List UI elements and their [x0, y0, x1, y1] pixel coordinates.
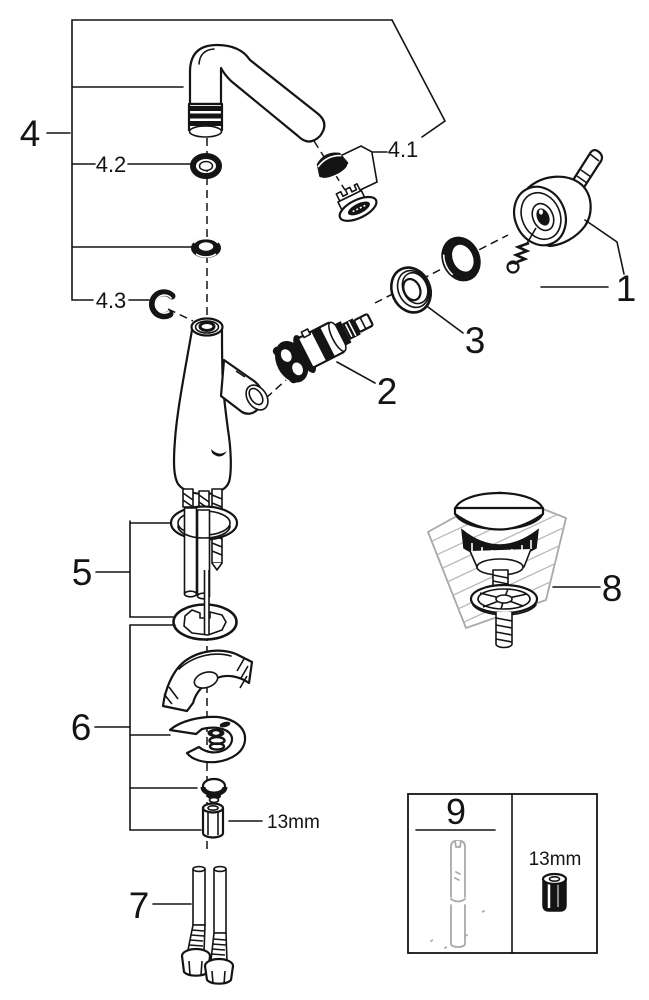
- ring-set-drawing: [389, 236, 481, 314]
- hex-adapter-size-label: 13mm: [267, 812, 320, 833]
- cap-nut-drawing: [200, 777, 228, 804]
- flow-straightener-drawing: [335, 183, 378, 222]
- inset-box: [407, 793, 598, 954]
- callout-4-1: 4.1: [388, 137, 419, 162]
- inset-bit-size-label: 13mm: [529, 849, 582, 870]
- callout-2: 2: [377, 371, 398, 412]
- pop-up-waste-drawing: [453, 491, 545, 649]
- bracket-5: [95, 520, 174, 618]
- aerator-drawing: [316, 152, 378, 222]
- callout-5: 5: [72, 552, 93, 593]
- faucet-body-drawing: [172, 317, 269, 496]
- leader-2: [336, 361, 376, 384]
- bracket-6: [94, 624, 202, 831]
- callout-3: 3: [465, 320, 486, 361]
- hex-adapter-drawing: [201, 802, 225, 839]
- supply-hoses-drawing: [180, 865, 235, 985]
- callout-8: 8: [602, 568, 623, 609]
- callout-4-2: 4.2: [96, 152, 127, 177]
- callout-7: 7: [129, 885, 150, 926]
- callout-4: 4: [20, 113, 41, 154]
- handle-drawing: [513, 148, 604, 248]
- connecting-stud-drawing: [203, 570, 210, 634]
- retaining-clip-drawing: [148, 289, 176, 320]
- inset-box-label: 9: [446, 791, 466, 832]
- spout-drawing: [187, 43, 326, 143]
- cartridge-drawing: [272, 313, 374, 384]
- mounting-tool-drawing: [430, 840, 485, 949]
- callout-4-3: 4.3: [96, 288, 127, 313]
- callout-1: 1: [616, 268, 637, 309]
- bracket-4: [46, 19, 447, 301]
- mounting-nut-drawing: [191, 237, 221, 258]
- wedge-gasket-drawing: [161, 649, 254, 713]
- hex-bit-drawing: [541, 872, 568, 912]
- o-ring-drawing: [190, 153, 222, 179]
- bracket-4-1: [335, 145, 388, 192]
- shank-assembly-drawing: [169, 488, 239, 600]
- leader-1: [540, 219, 625, 288]
- callout-6: 6: [71, 707, 92, 748]
- horseshoe-washer-drawing: [168, 715, 247, 764]
- leader-3: [427, 306, 464, 334]
- handle-screw-spring-drawing: [506, 227, 537, 274]
